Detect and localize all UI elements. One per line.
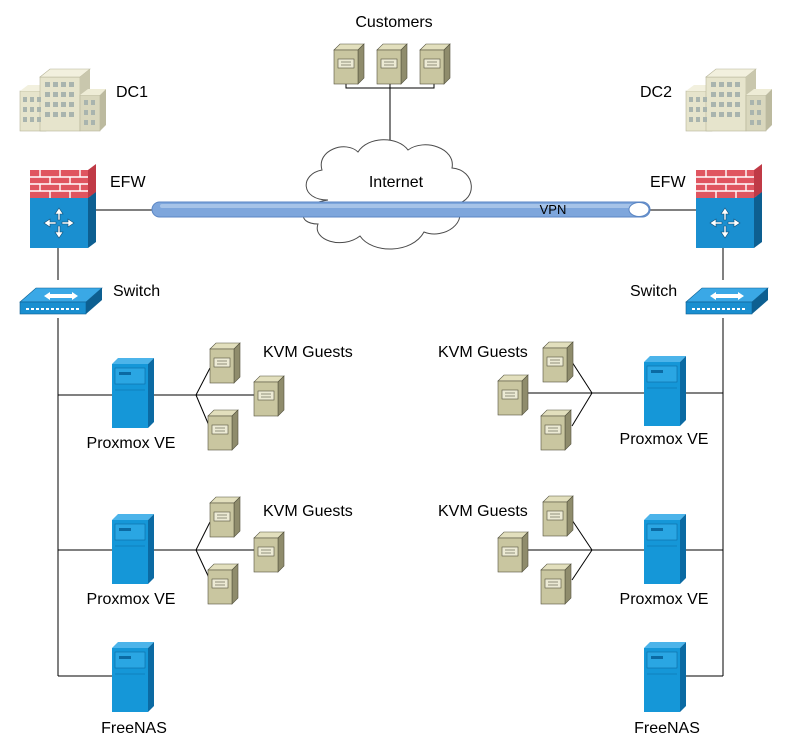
- right-proxmox-label: Proxmox VE: [620, 591, 709, 608]
- right-efw-label: EFW: [650, 174, 686, 191]
- right-kvm-guest-icon: [542, 495, 574, 537]
- left-firewall-icon: [29, 163, 97, 249]
- left-kvm-guest-icon: [253, 375, 285, 417]
- left-proxmox-2-server-icon: [111, 513, 155, 585]
- right-switch-icon: [685, 287, 769, 315]
- dc1-label: DC1: [116, 84, 148, 101]
- internet-label: Internet: [369, 174, 424, 191]
- left-proxmox-label: Proxmox VE: [87, 435, 176, 452]
- right-proxmox-2-server-icon: [643, 513, 687, 585]
- dc2-label: DC2: [640, 84, 672, 101]
- left-kvm-guests-label: KVM Guests: [263, 344, 353, 361]
- customer-server-icon: [419, 43, 451, 85]
- right-freenas-label: FreeNAS: [634, 720, 700, 737]
- dc1-building-icon: [19, 68, 107, 132]
- left-kvm-guest-icon: [253, 531, 285, 573]
- customer-server-icon: [376, 43, 408, 85]
- customer-server-icon: [333, 43, 365, 85]
- right-switch-label: Switch: [630, 283, 677, 300]
- left-kvm-guest-icon: [209, 496, 241, 538]
- left-freenas-server-icon: [111, 641, 155, 713]
- left-switch-label: Switch: [113, 283, 160, 300]
- right-freenas-server-icon: [643, 641, 687, 713]
- right-kvm-guests-label: KVM Guests: [438, 503, 528, 520]
- left-kvm-guest-icon: [207, 409, 239, 451]
- left-efw-label: EFW: [110, 174, 146, 191]
- left-freenas-label: FreeNAS: [101, 720, 167, 737]
- left-kvm-guest-icon: [209, 342, 241, 384]
- right-kvm-guest-icon: [540, 409, 572, 451]
- left-switch-icon: [19, 287, 103, 315]
- right-proxmox-label: Proxmox VE: [620, 431, 709, 448]
- left-proxmox-1-server-icon: [111, 357, 155, 429]
- right-kvm-guest-icon: [497, 531, 529, 573]
- right-kvm-guests-label: KVM Guests: [438, 344, 528, 361]
- right-kvm-guest-icon: [542, 341, 574, 383]
- dc2-building-icon: [685, 68, 773, 132]
- vpn-tunnel-icon: [151, 201, 651, 218]
- right-kvm-guest-icon: [540, 563, 572, 605]
- left-kvm-guests-label: KVM Guests: [263, 503, 353, 520]
- vpn-label: VPN: [540, 202, 567, 217]
- internet-cloud-icon: [302, 139, 472, 250]
- right-firewall-icon: [695, 163, 763, 249]
- right-proxmox-1-server-icon: [643, 355, 687, 427]
- connection-lines: [57, 66, 724, 677]
- customers-label: Customers: [355, 14, 432, 31]
- right-kvm-guest-icon: [497, 374, 529, 416]
- left-kvm-guest-icon: [207, 563, 239, 605]
- left-proxmox-label: Proxmox VE: [87, 591, 176, 608]
